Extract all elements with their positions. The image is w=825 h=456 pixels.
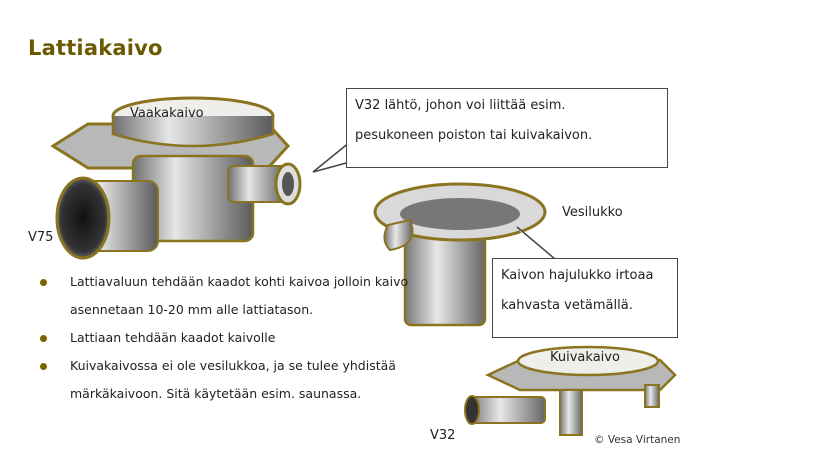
label-kuivakaivo: Kuivakaivo (550, 350, 620, 365)
bullet-text: Kuivakaivossa ei ole vesilukkoa, ja se t… (70, 358, 396, 401)
bullet-icon (40, 279, 47, 286)
callout-trap-line-1: Kaivon hajulukko irtoaa (501, 268, 654, 283)
bullet-list: Lattiavaluun tehdään kaadot kohti kaivoa… (40, 268, 420, 408)
page-title: Lattiakaivo (28, 36, 163, 60)
bullet-text: Lattiavaluun tehdään kaadot kohti kaivoa… (70, 274, 409, 317)
label-v75: V75 (28, 230, 54, 245)
list-item: Lattiaan tehdään kaadot kaivolle (40, 324, 420, 352)
list-item: Kuivakaivossa ei ole vesilukkoa, ja se t… (40, 352, 420, 408)
label-vesilukko: Vesilukko (562, 205, 623, 220)
callout-v32-line-1: V32 lähtö, johon voi liittää esim. (355, 98, 566, 113)
bullet-icon (40, 335, 47, 342)
callout-odor-trap: Kaivon hajulukko irtoaa kahvasta vetämäl… (492, 258, 678, 338)
label-v32: V32 (430, 428, 456, 443)
dry-drain-image (464, 345, 677, 436)
callout-pointer (312, 141, 351, 173)
label-vaakakaivo: Vaakakaivo (130, 106, 204, 121)
callout-trap-line-2: kahvasta vetämällä. (501, 298, 633, 313)
credit-text: © Vesa Virtanen (594, 434, 681, 446)
floor-drain-image (50, 96, 302, 260)
callout-v32-outlet: V32 lähtö, johon voi liittää esim. pesuk… (346, 88, 668, 168)
bullet-text: Lattiaan tehdään kaadot kaivolle (70, 330, 276, 345)
bullet-icon (40, 363, 47, 370)
water-trap-image (373, 182, 547, 327)
callout-v32-line-2: pesukoneen poiston tai kuivakaivon. (355, 128, 593, 143)
list-item: Lattiavaluun tehdään kaadot kohti kaivoa… (40, 268, 420, 324)
